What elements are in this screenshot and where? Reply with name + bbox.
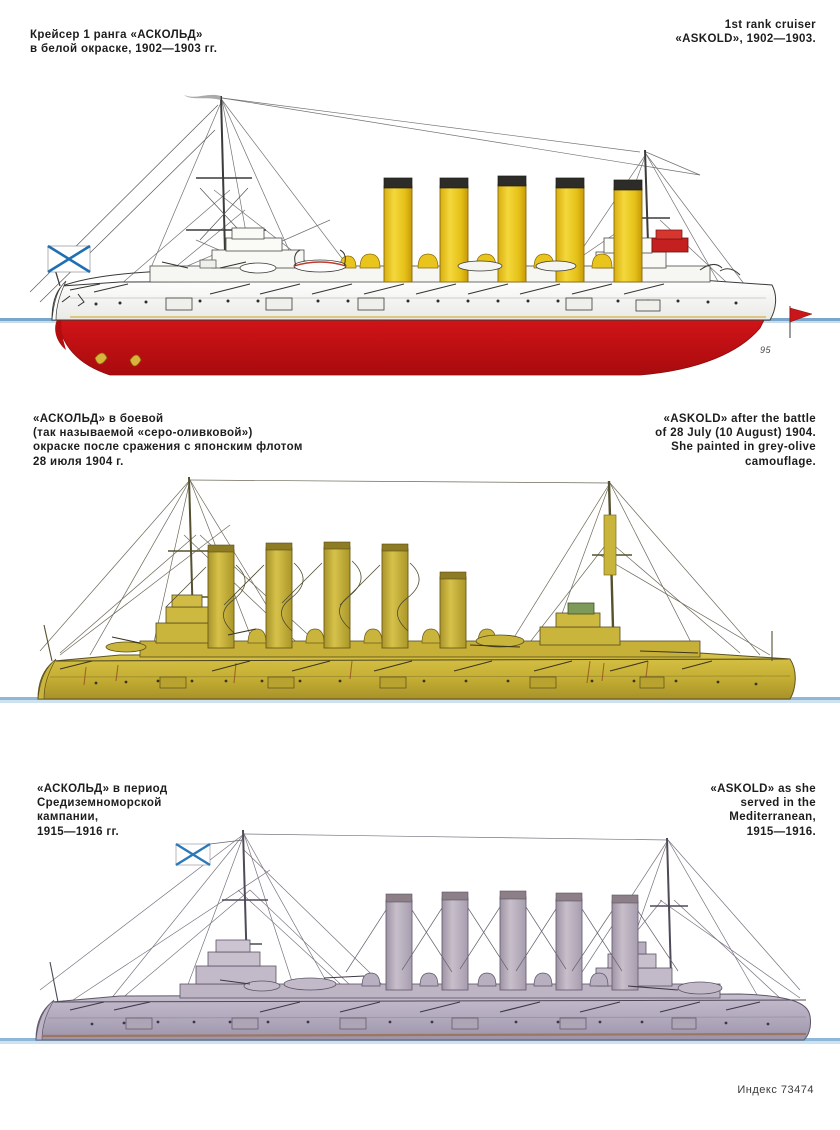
anchor [61,293,85,307]
jackstaff [49,961,59,1003]
boats-and-davits [239,249,741,276]
funnel-5 [611,894,639,991]
caption-ru-panel-3: «АСКОЛЬД» в период Средиземноморской кам… [37,783,168,838]
funnel-4 [381,543,409,649]
rigging-lines [39,833,801,1007]
funnel-5-damaged [439,571,467,649]
artist-signature: 95 [760,345,772,355]
bow-jack-st-andrew-flag [47,244,91,287]
funnel-2 [265,542,293,649]
armament [69,975,761,1013]
hull [37,652,796,700]
propellers [94,352,142,367]
ventilators [247,628,497,644]
superstructure [139,594,701,658]
funnel-3 [499,890,527,991]
ship-illustration-askold-white [0,70,840,390]
boats [105,634,525,653]
stern-ensign-flag [789,306,813,338]
index-label: Индекс 73474 [737,1084,814,1096]
armament [69,261,665,295]
funnel-1 [207,544,235,649]
funnels [385,890,639,991]
hull [51,269,777,376]
funnel-1 [385,893,413,991]
funnel-2 [441,891,469,991]
caption-en-panel-1: 1st rank cruiser «ASKOLD», 1902—1903. [675,19,816,46]
caption-en-panel-3: «ASKOLD» as she served in the Mediterran… [710,783,816,838]
funnel-stays [165,560,420,634]
hull [35,993,811,1041]
boats [243,977,723,995]
funnel-stays [345,906,679,973]
armament [59,628,713,672]
caption-ru-panel-2: «АСКОЛЬД» в боевой (так называемой «серо… [33,413,303,468]
ship-illustration-askold-grey-olive [0,455,840,735]
ventilators [361,972,609,987]
jackstaff [43,624,773,662]
funnel-1 [383,177,413,283]
funnel-3 [497,175,527,283]
casemate-boxes [165,297,661,312]
funnel-4 [555,892,583,991]
caption-ru-panel-1: Крейсер 1 ранга «АСКОЛЬД» в белой окраск… [30,29,218,56]
deck-fittings [159,676,665,689]
bow-jack-st-andrew-flag [175,839,244,867]
funnel-5 [613,179,643,283]
caption-en-panel-2: «ASKOLD» after the battle of 28 July (10… [655,413,816,468]
ship-illustration-askold-mediterranean [0,810,840,1070]
deck-fittings [125,1017,697,1030]
funnel-3 [323,541,351,649]
funnels [207,541,467,649]
